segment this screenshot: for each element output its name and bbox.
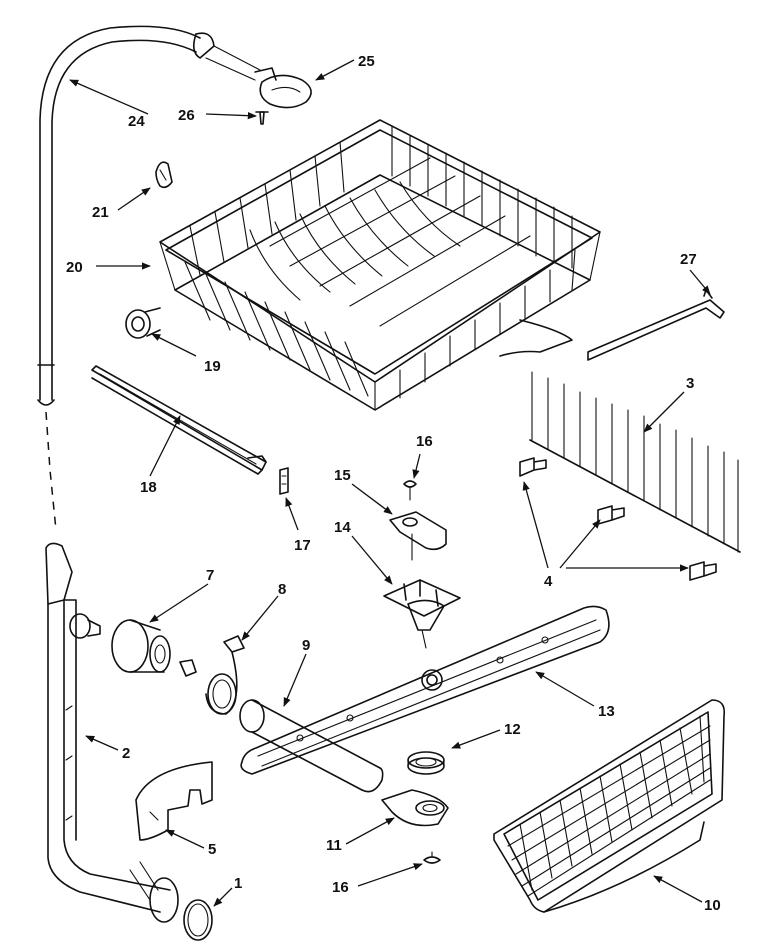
label-17: 17 [294,537,311,554]
label-10: 10 [704,897,721,914]
label-13: 13 [598,703,615,720]
label-4: 4 [544,573,553,590]
feed-tube-part-9 [239,699,384,793]
label-26: 26 [178,107,195,124]
label-16-upper: 16 [416,433,433,450]
upper-rack-part-20 [159,119,601,411]
label-9: 9 [302,637,310,654]
oring-part-1 [183,899,213,941]
label-5: 5 [208,841,216,858]
label-2: 2 [122,745,130,762]
label-16-lower: 16 [332,879,349,896]
dashed-connector [45,411,57,531]
label-3: 3 [686,375,694,392]
leader-lines [69,59,711,907]
supply-tube-part-24 [37,25,261,406]
rod-part-27 [587,289,725,361]
label-8: 8 [278,581,286,598]
label-1: 1 [234,875,242,892]
label-7: 7 [206,567,214,584]
label-12: 12 [504,721,521,738]
label-14: 14 [334,519,351,536]
hub-bracket-part-14 [383,579,461,649]
part-labels: 25 26 24 21 20 19 18 17 27 3 4 16 15 14 … [66,53,721,914]
screw-part-16-upper [403,480,417,501]
label-20: 20 [66,259,83,276]
label-21: 21 [92,204,109,221]
screw-part-16-lower [423,851,441,864]
lower-tines-part-3 [529,371,741,553]
spray-arm-part-13 [240,605,610,775]
label-27: 27 [680,251,697,268]
label-24: 24 [128,113,145,130]
label-18: 18 [140,479,157,496]
seal-part-12 [407,751,445,775]
bracket-part-15 [389,511,447,561]
label-11: 11 [326,837,342,854]
conduit-part-2 [45,542,179,923]
clip-part-21 [155,161,173,189]
manifold-part-11 [381,789,449,827]
clip-part-4 [519,457,717,581]
guide-part-5 [135,761,213,841]
gasket-part-7 [111,619,171,673]
basket-part-10 [493,699,726,913]
label-25: 25 [358,53,375,70]
screw-part-26 [255,111,269,125]
clamp-part-8 [179,635,245,715]
coupler-part-25 [254,67,312,109]
label-15: 15 [334,467,351,484]
label-19: 19 [204,358,221,375]
rail-stop-part-17 [279,467,289,495]
rack-wheel-part-19 [125,307,161,339]
rack-rail-part-18 [91,365,267,475]
